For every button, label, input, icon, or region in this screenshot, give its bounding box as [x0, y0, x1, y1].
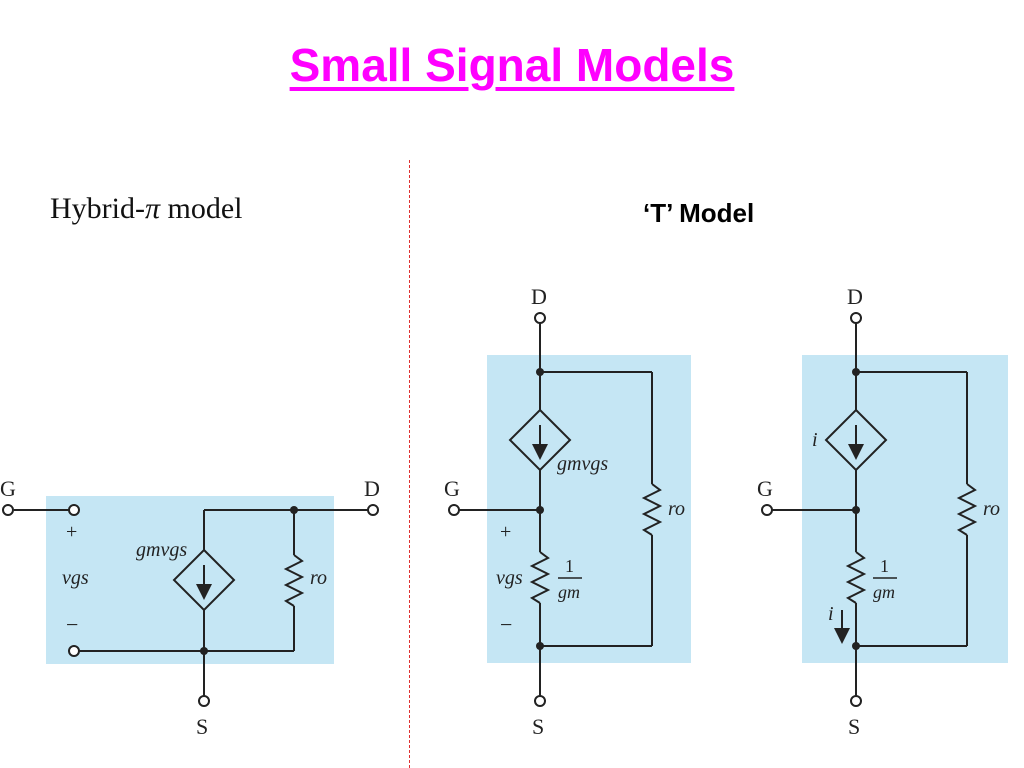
t-right-ro-resistor — [956, 483, 978, 536]
hybrid-gm-label: gmvgs — [136, 539, 187, 561]
hybrid-s-label: S — [196, 714, 208, 739]
hybrid-plus: + — [66, 521, 77, 543]
t-left-1gm-resistor — [529, 551, 551, 604]
t-left-vgs: vgs — [496, 567, 523, 589]
t-right-i-bottom: i — [828, 603, 834, 625]
t-left-d-label: D — [531, 284, 547, 309]
section-divider — [409, 160, 410, 768]
t-left-ro-label: ro — [668, 498, 685, 520]
hybrid-label-suffix: model — [160, 192, 243, 225]
t-right-res-num: 1 — [880, 556, 889, 576]
hybrid-gate-terminal — [2, 504, 14, 516]
t-left-res-num: 1 — [565, 556, 574, 576]
t-right-i-top: i — [812, 429, 818, 451]
hybrid-pi-label: Hybrid-π model — [50, 192, 243, 226]
t-right-d-terminal — [850, 312, 862, 324]
hybrid-label-pi: π — [144, 192, 161, 225]
hybrid-ro-label: ro — [310, 567, 327, 589]
hybrid-gate-node — [68, 504, 80, 516]
hybrid-d-label: D — [364, 476, 380, 501]
t-model-label: ‘T’ Model — [643, 198, 755, 228]
hybrid-vgs: vgs — [62, 567, 89, 589]
t-right-1gm-resistor — [845, 551, 867, 604]
t-left-res-den: gm — [558, 582, 580, 602]
hybrid-g-label: G — [0, 476, 16, 501]
t-right-s-terminal — [850, 695, 862, 707]
hybrid-pi-circuit — [2, 496, 379, 707]
page-title: Small Signal Models — [289, 39, 735, 91]
t-left-s-terminal — [534, 695, 546, 707]
t-right-ro-label: ro — [983, 498, 1000, 520]
t-left-plus: + — [500, 521, 511, 543]
t-model-right-circuit — [761, 312, 1008, 707]
t-right-g-terminal — [761, 504, 773, 516]
t-model-left-circuit — [448, 312, 691, 707]
t-left-s-label: S — [532, 714, 544, 739]
t-right-res-den: gm — [873, 582, 895, 602]
hybrid-label-prefix: Hybrid- — [50, 192, 145, 225]
t-left-gm-label: gmvgs — [557, 453, 608, 475]
t-left-g-terminal — [448, 504, 460, 516]
t-left-g-label: G — [444, 476, 460, 501]
hybrid-s-terminal — [198, 695, 210, 707]
t-left-minus: − — [500, 612, 512, 637]
t-left-d-terminal — [534, 312, 546, 324]
t-right-s-label: S — [848, 714, 860, 739]
hybrid-ro-resistor — [283, 554, 305, 607]
hybrid-minus: − — [66, 612, 78, 637]
hybrid-drain-terminal — [367, 504, 379, 516]
t-right-d-label: D — [847, 284, 863, 309]
hybrid-panel — [46, 496, 334, 664]
t-left-ro-resistor — [641, 483, 663, 536]
t-right-g-label: G — [757, 476, 773, 501]
hybrid-source-input-terminal — [68, 645, 80, 657]
